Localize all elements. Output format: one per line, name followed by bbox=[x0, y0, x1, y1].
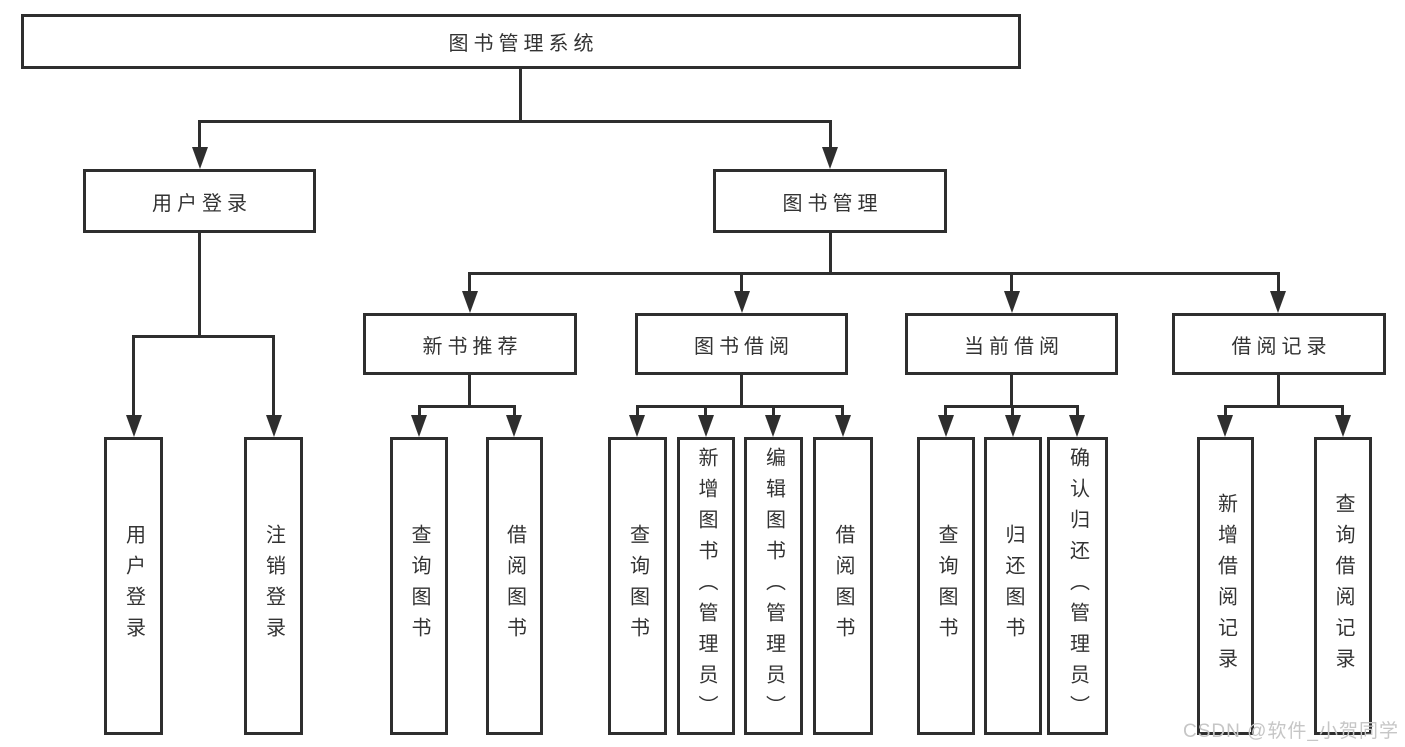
arrow-down-icon bbox=[462, 291, 478, 313]
arrow-down-icon bbox=[765, 415, 781, 437]
connector-current-stem-1 bbox=[944, 405, 947, 419]
arrow-down-icon bbox=[1005, 415, 1021, 437]
arrow-down-icon bbox=[411, 415, 427, 437]
arrow-down-icon bbox=[1217, 415, 1233, 437]
leaf-borrowing-edit-books-admin: 编辑图书（管理员） bbox=[744, 437, 803, 735]
leaf-logout: 注销登录 bbox=[244, 437, 303, 735]
connector-records-stem-2 bbox=[1341, 405, 1344, 419]
leaf-borrowing-query-books: 查询图书 bbox=[608, 437, 667, 735]
connector-newbook-stem-2 bbox=[513, 405, 516, 419]
connector-borrowing-hline bbox=[636, 405, 844, 408]
connector-root-stem-left bbox=[198, 120, 201, 152]
arrow-down-icon bbox=[629, 415, 645, 437]
connector-newbook-hline bbox=[418, 405, 516, 408]
leaf-current-confirm-return-admin: 确认归还（管理员） bbox=[1047, 437, 1108, 735]
connector-root-hline bbox=[198, 120, 832, 123]
leaf-current-return-books: 归还图书 bbox=[984, 437, 1042, 735]
arrow-down-icon bbox=[506, 415, 522, 437]
node-borrow-records: 借阅记录 bbox=[1172, 313, 1386, 375]
connector-current-stem-3 bbox=[1076, 405, 1079, 419]
connector-records-hline bbox=[1224, 405, 1344, 408]
node-current-borrowing: 当前借阅 bbox=[905, 313, 1118, 375]
connector-bookmgmt-hline bbox=[469, 272, 1280, 275]
connector-bookmgmt-stem-3 bbox=[1010, 272, 1013, 296]
connector-borrowing-vline bbox=[740, 375, 743, 405]
connector-root-stem-right bbox=[829, 120, 832, 152]
node-user-login: 用户登录 bbox=[83, 169, 316, 233]
connector-bookmgmt-stem-4 bbox=[1277, 272, 1280, 296]
connector-borrowing-stem-3 bbox=[772, 405, 775, 419]
connector-borrowing-stem-1 bbox=[636, 405, 639, 419]
leaf-newbook-borrow-books: 借阅图书 bbox=[486, 437, 543, 735]
connector-newbook-stem-1 bbox=[418, 405, 421, 419]
node-book-borrowing: 图书借阅 bbox=[635, 313, 848, 375]
arrow-down-icon bbox=[835, 415, 851, 437]
leaf-records-add-record: 新增借阅记录 bbox=[1197, 437, 1254, 735]
arrow-down-icon bbox=[698, 415, 714, 437]
arrow-down-icon bbox=[1069, 415, 1085, 437]
connector-current-vline bbox=[1010, 375, 1013, 405]
connector-records-stem-1 bbox=[1224, 405, 1227, 419]
connector-root-vline bbox=[519, 69, 522, 120]
csdn-watermark: CSDN @软件_小贺同学 bbox=[1183, 721, 1399, 742]
leaf-user-login: 用户登录 bbox=[104, 437, 163, 735]
connector-userlogin-stem-left bbox=[132, 335, 135, 417]
arrow-down-icon bbox=[266, 415, 282, 437]
connector-bookmgmt-stem-2 bbox=[740, 272, 743, 296]
arrow-down-icon bbox=[938, 415, 954, 437]
node-root: 图书管理系统 bbox=[21, 14, 1021, 69]
leaf-newbook-query-books: 查询图书 bbox=[390, 437, 448, 735]
arrow-down-icon bbox=[192, 147, 208, 169]
leaf-current-query-books: 查询图书 bbox=[917, 437, 975, 735]
arrow-down-icon bbox=[734, 291, 750, 313]
connector-bookmgmt-vline bbox=[829, 233, 832, 272]
connector-borrowing-stem-4 bbox=[841, 405, 844, 419]
leaf-records-query-record: 查询借阅记录 bbox=[1314, 437, 1372, 735]
arrow-down-icon bbox=[1004, 291, 1020, 313]
leaf-borrowing-add-books-admin: 新增图书（管理员） bbox=[677, 437, 735, 735]
connector-current-stem-2 bbox=[1011, 405, 1014, 419]
connector-records-vline bbox=[1277, 375, 1280, 405]
connector-newbook-vline bbox=[468, 375, 471, 405]
connector-userlogin-hline bbox=[132, 335, 274, 338]
arrow-down-icon bbox=[822, 147, 838, 169]
arrow-down-icon bbox=[1335, 415, 1351, 437]
connector-borrowing-stem-2 bbox=[704, 405, 707, 419]
arrow-down-icon bbox=[1270, 291, 1286, 313]
node-book-management: 图书管理 bbox=[713, 169, 947, 233]
connector-userlogin-stem-right bbox=[272, 335, 275, 417]
leaf-borrowing-borrow-books: 借阅图书 bbox=[813, 437, 873, 735]
connector-bookmgmt-stem-1 bbox=[468, 272, 471, 296]
node-new-book-recommend: 新书推荐 bbox=[363, 313, 577, 375]
arrow-down-icon bbox=[126, 415, 142, 437]
connector-userlogin-vline bbox=[198, 233, 201, 335]
